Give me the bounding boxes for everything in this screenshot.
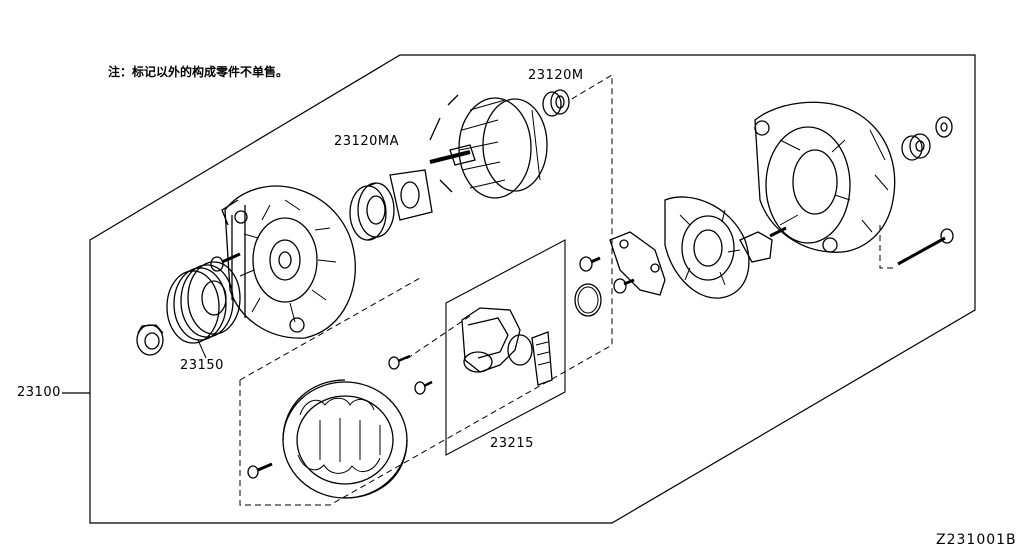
regulator-part [461, 307, 553, 386]
drawing-code: Z231001B [936, 532, 1017, 548]
label-23100: 23100 [17, 385, 61, 400]
label-23215: 23215 [490, 436, 534, 451]
rear-bearing-part [542, 89, 570, 117]
front-bearing-part [349, 182, 395, 241]
dashed-guides [239, 74, 895, 506]
rear-nut-part [901, 116, 953, 161]
rear-screws-part [574, 256, 635, 317]
front-housing-part [221, 185, 356, 339]
rectifier-part [664, 196, 787, 299]
cover-plate-part [609, 231, 666, 296]
rear-housing-part [754, 101, 896, 253]
label-23120ma: 23120MA [334, 134, 399, 149]
label-23120m: 23120M [528, 68, 584, 83]
pulley-nut-part [136, 324, 164, 356]
rotor-part [429, 94, 548, 199]
pulley-part [166, 261, 241, 359]
stator-screw-part [247, 462, 273, 479]
retainer-plate-part [389, 169, 433, 221]
assembly-frame [89, 54, 976, 524]
through-bolt-part [897, 228, 954, 266]
regulator-group-frame [445, 239, 566, 456]
small-screws-part [388, 354, 433, 395]
label-23150: 23150 [180, 358, 224, 373]
front-screw-part [210, 252, 241, 272]
stator-part [282, 379, 408, 499]
note-text: 注：标记以外的构成零件不单售。 [108, 65, 289, 79]
